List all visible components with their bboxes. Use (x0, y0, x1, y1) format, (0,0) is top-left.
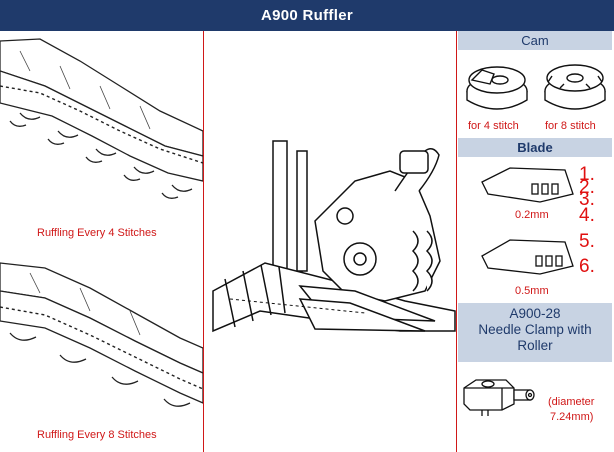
blade-size-0-2mm: 0.2mm (515, 209, 549, 221)
ruffle-samples-panel: Ruffling Every 4 Stitches Ruffling Every… (0, 31, 204, 452)
cam-4-stitch-image (466, 66, 528, 110)
ruffle-fabric-4-stitch-image (0, 38, 204, 199)
blade-number-5: 5. (579, 231, 595, 252)
ruffler-attachment-image (212, 140, 456, 333)
needle-clamp-section-header: A900-28 Needle Clamp with Roller (458, 303, 612, 362)
needle-clamp-part-number: A900-28 (509, 306, 561, 321)
blade-number-1: 1. (579, 164, 595, 185)
cam-4-label: for 4 stitch (468, 120, 519, 132)
needle-clamp-image (463, 379, 535, 416)
ruffle-4-caption: Ruffling Every 4 Stitches (37, 227, 157, 239)
needle-clamp-diameter-line1: (diameter (548, 396, 595, 408)
column-divider-right (456, 31, 457, 452)
blade-size-0-5mm: 0.5mm (515, 285, 549, 297)
blade-number-3: 3. (579, 189, 595, 210)
cam-heading: Cam (521, 33, 549, 48)
blade-number-6: 6. (579, 256, 595, 277)
blade-0-2mm-image (481, 167, 574, 203)
page-title: A900 Ruffler (261, 7, 353, 24)
page-header: A900 Ruffler (0, 0, 614, 31)
column-divider-left (203, 31, 204, 452)
cam-section-header: Cam (458, 31, 612, 50)
needle-clamp-title: Needle Clamp with (478, 322, 592, 337)
ruffle-8-caption: Ruffling Every 8 Stitches (37, 429, 157, 441)
blade-section-header: Blade (458, 138, 612, 157)
needle-clamp-title-line2: Roller (517, 338, 553, 353)
blade-number-4: 4. (579, 205, 595, 226)
ruffle-fabric-8-stitch-image (0, 262, 204, 407)
cam-8-label: for 8 stitch (545, 120, 596, 132)
ruffler-illustration-panel (205, 31, 456, 452)
blade-number-2: 2. (579, 177, 595, 198)
parts-panel: Cam for 4 stitch for 8 stitch Blade (458, 31, 614, 452)
blade-heading: Blade (517, 140, 553, 155)
cam-8-stitch-image (544, 64, 606, 110)
needle-clamp-diameter-line2: 7.24mm) (550, 411, 594, 423)
blade-0-5mm-image (481, 239, 574, 275)
